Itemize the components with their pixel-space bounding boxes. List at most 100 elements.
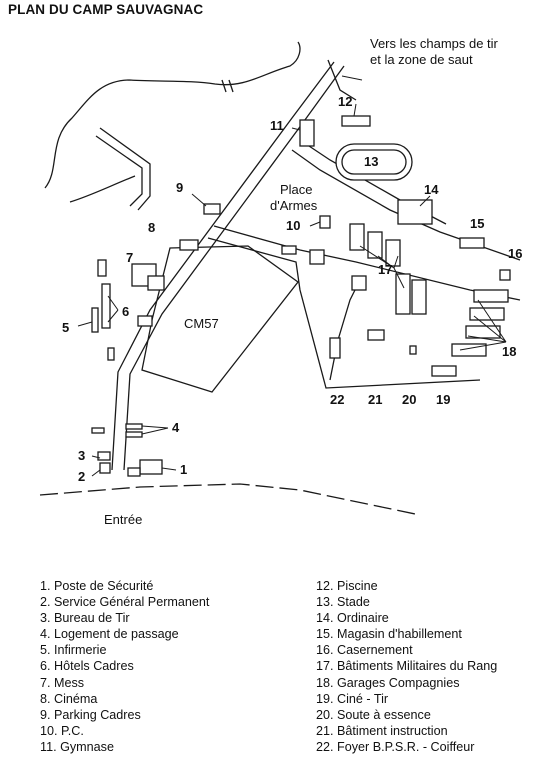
marker-10: 10 bbox=[286, 218, 300, 233]
building-7-annex bbox=[147, 275, 165, 291]
main-road bbox=[111, 61, 335, 471]
marker-19: 19 bbox=[436, 392, 450, 407]
marker-3: 3 bbox=[78, 448, 85, 463]
building-9 bbox=[203, 203, 221, 215]
direction-note-line-1: Vers les champs de tir bbox=[370, 36, 499, 51]
legend-item: 19. Ciné - Tir bbox=[316, 691, 389, 706]
legend-column-left: 1. Poste de Sécurité 2. Service Général … bbox=[40, 578, 209, 755]
north-road bbox=[327, 59, 357, 101]
marker-13: 13 bbox=[364, 154, 378, 169]
building-misc-3 bbox=[351, 275, 367, 291]
marker-7: 7 bbox=[126, 250, 133, 265]
pointer-6 bbox=[107, 295, 119, 323]
stadium-field bbox=[341, 149, 407, 175]
building-20 bbox=[409, 345, 417, 355]
pointer-12 bbox=[353, 103, 357, 117]
south-boundary bbox=[39, 483, 421, 516]
building-21 bbox=[367, 329, 385, 341]
pointer-3 bbox=[91, 455, 101, 459]
legend-item: 2. Service Général Permanent bbox=[40, 595, 210, 610]
building-17b bbox=[367, 231, 383, 259]
pointer-18 bbox=[459, 299, 507, 351]
marker-4: 4 bbox=[172, 420, 180, 435]
legend-item: 18. Garages Compagnies bbox=[316, 675, 460, 690]
legend-item: 20. Soute à essence bbox=[316, 707, 431, 722]
marker-1: 1 bbox=[180, 462, 187, 477]
legend-item: 10. P.C. bbox=[40, 723, 84, 738]
pointer-14 bbox=[419, 195, 431, 207]
marker-5: 5 bbox=[62, 320, 69, 335]
pointer-4 bbox=[141, 425, 169, 435]
building-5 bbox=[91, 307, 99, 333]
building-17d bbox=[395, 273, 411, 315]
marker-6: 6 bbox=[122, 304, 129, 319]
legend-item: 17. Bâtiments Militaires du Rang bbox=[316, 659, 498, 674]
building-6a bbox=[101, 283, 111, 329]
building-3 bbox=[97, 451, 111, 461]
legend-item: 7. Mess bbox=[40, 675, 85, 690]
pointer-17 bbox=[359, 245, 405, 289]
marker-8: 8 bbox=[148, 220, 155, 235]
marker-2: 2 bbox=[78, 469, 85, 484]
main-road-edge bbox=[123, 65, 345, 471]
zone-label: CM57 bbox=[184, 316, 219, 331]
marker-11: 11 bbox=[270, 118, 284, 133]
building-18d bbox=[451, 343, 487, 357]
building-22 bbox=[329, 337, 341, 359]
legend-item: 9. Parking Cadres bbox=[40, 707, 141, 722]
building-17a bbox=[349, 223, 365, 251]
pointer-north bbox=[341, 75, 363, 81]
pointer-2 bbox=[91, 469, 101, 477]
legend-item: 4. Logement de passage bbox=[40, 627, 179, 642]
building-19 bbox=[431, 365, 457, 377]
legend-item: 3. Bureau de Tir bbox=[40, 611, 130, 626]
building-8 bbox=[179, 239, 199, 251]
building-16 bbox=[499, 269, 511, 281]
building-1 bbox=[139, 459, 163, 475]
west-road-edge bbox=[95, 135, 143, 207]
building-misc-1 bbox=[309, 249, 325, 265]
legend-item: 11. Gymnase bbox=[40, 739, 114, 754]
legend: 1. Poste de Sécurité 2. Service Général … bbox=[0, 578, 538, 758]
legend-item: 5. Infirmerie bbox=[40, 643, 107, 658]
building-6d bbox=[137, 315, 153, 327]
marker-12: 12 bbox=[338, 94, 352, 109]
pointer-5 bbox=[77, 321, 93, 327]
marker-9: 9 bbox=[176, 180, 183, 195]
legend-item: 8. Cinéma bbox=[40, 691, 98, 706]
building-14 bbox=[397, 199, 433, 225]
building-6b bbox=[97, 259, 107, 277]
marker-14: 14 bbox=[424, 182, 439, 197]
entrance-label: Entrée bbox=[104, 512, 142, 527]
building-17e bbox=[411, 279, 427, 315]
building-6c bbox=[107, 347, 115, 361]
legend-item: 16. Casernement bbox=[316, 643, 413, 658]
legend-item: 21. Bâtiment instruction bbox=[316, 723, 448, 738]
camp-map: Vers les champs de tir et la zone de sau… bbox=[39, 36, 522, 527]
pointer-9 bbox=[191, 193, 207, 207]
marker-16: 16 bbox=[508, 246, 522, 261]
building-4c bbox=[125, 431, 143, 438]
marker-17: 17 bbox=[378, 262, 392, 277]
map-title: PLAN DU CAMP SAUVAGNAC bbox=[8, 2, 204, 17]
west-road bbox=[99, 127, 151, 211]
pointer-10 bbox=[309, 221, 321, 227]
marker-18: 18 bbox=[502, 344, 516, 359]
east-road-5 bbox=[329, 279, 361, 381]
east-road-1 bbox=[207, 237, 481, 389]
legend-item: 14. Ordinaire bbox=[316, 611, 389, 626]
building-2 bbox=[99, 462, 111, 474]
direction-note-line-2: et la zone de saut bbox=[370, 52, 473, 67]
legend-item: 1. Poste de Sécurité bbox=[40, 579, 154, 593]
legend-item: 15. Magasin d'habillement bbox=[316, 627, 462, 642]
legend-item: 22. Foyer B.P.S.R. - Coiffeur bbox=[316, 739, 475, 754]
east-road-2 bbox=[213, 225, 521, 301]
legend-item: 12. Piscine bbox=[316, 579, 378, 593]
building-1-annex bbox=[127, 467, 141, 477]
marker-15: 15 bbox=[470, 216, 484, 231]
cm57-area bbox=[141, 245, 299, 393]
building-4a bbox=[91, 427, 105, 434]
legend-column-right: 12. Piscine 13. Stade 14. Ordinaire 15. … bbox=[316, 578, 497, 755]
building-10 bbox=[319, 215, 331, 229]
building-15 bbox=[459, 237, 485, 249]
